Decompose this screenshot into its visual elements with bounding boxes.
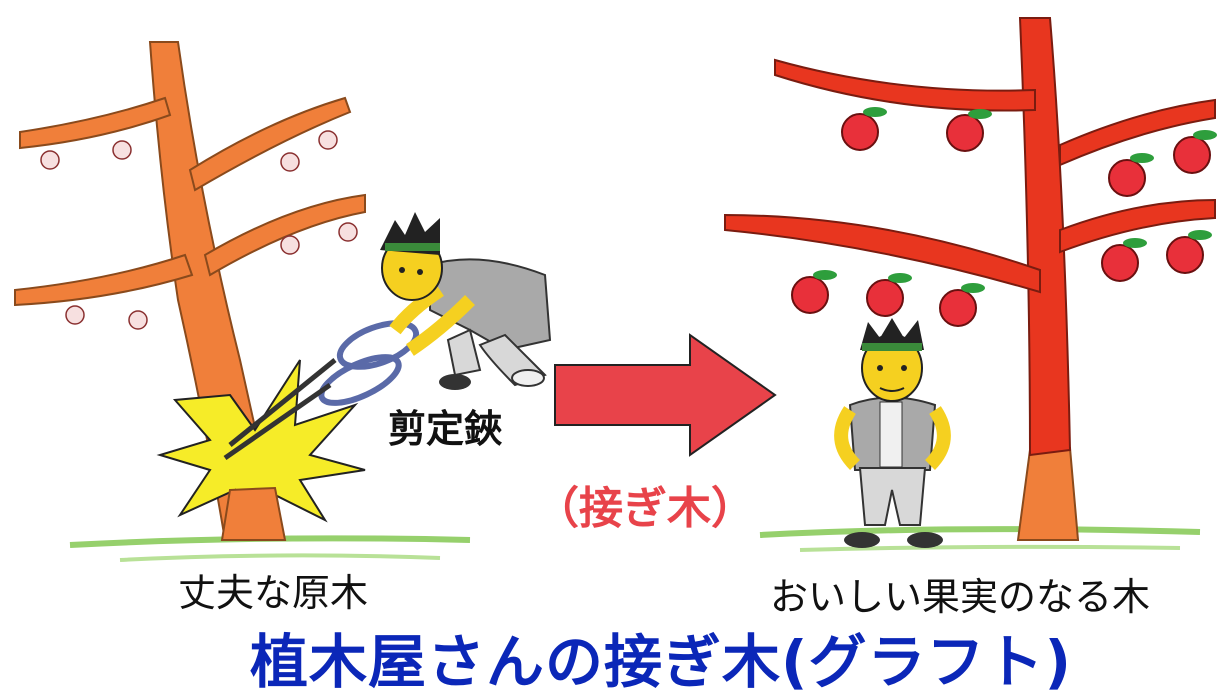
arrow-right-icon bbox=[554, 333, 777, 457]
rootstock-tree-icon bbox=[14, 41, 366, 541]
ground-left-2 bbox=[119, 553, 441, 562]
gardener-standing-icon bbox=[834, 318, 951, 548]
fruit-tree-icon bbox=[724, 17, 1216, 541]
graft-label: （接ぎ木） bbox=[535, 483, 755, 534]
caption-title: 植木屋さんの接ぎ木(グラフト) bbox=[250, 628, 1073, 696]
apple-leaves bbox=[813, 109, 1217, 293]
apple-icon bbox=[841, 107, 887, 151]
pruning-shears-icon bbox=[223, 320, 420, 461]
ground-right bbox=[759, 526, 1201, 538]
apples-group bbox=[791, 114, 1211, 327]
ground-right-2 bbox=[799, 544, 1181, 552]
shears-label: 剪定鋏 bbox=[388, 407, 503, 451]
fruit-tree-label: おいしい果実のなる木 bbox=[770, 575, 1151, 619]
illustration bbox=[14, 17, 1217, 562]
cut-spark-icon bbox=[156, 359, 366, 533]
gardener-with-shears-icon bbox=[223, 212, 552, 461]
rootstock-label: 丈夫な原木 bbox=[178, 571, 369, 615]
